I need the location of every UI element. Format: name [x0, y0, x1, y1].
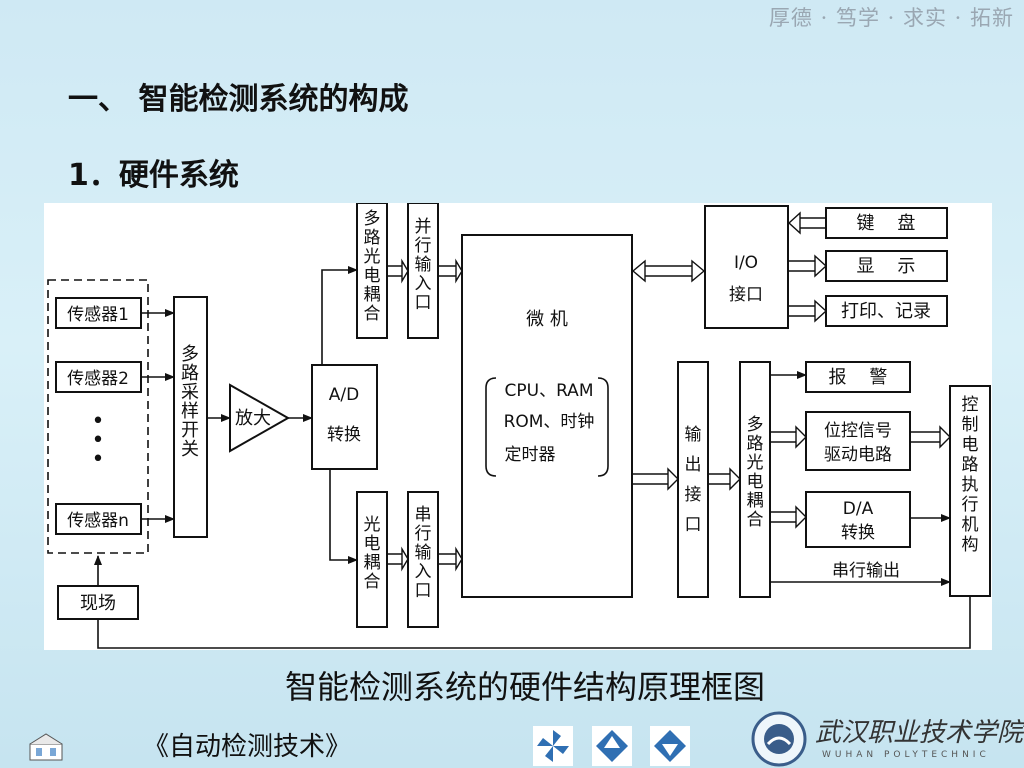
mux-box — [173, 296, 208, 538]
adc-label-1: A/D — [329, 385, 359, 405]
printer-label: 打印、记录 — [841, 301, 931, 322]
section-heading: 一、 智能检测系统的构成 — [68, 82, 409, 117]
keyboard-box — [825, 207, 948, 239]
position-signal-label-1: 位控信号 — [824, 421, 892, 441]
amp-label: 放大 — [235, 408, 271, 429]
pinwheel-icon[interactable] — [533, 726, 573, 766]
io-label-2: 接口 — [729, 285, 763, 305]
parallel-in-label: 并行输入口 — [415, 217, 432, 313]
dac-box — [805, 491, 911, 548]
school-name-cn: 武汉职业技术学院 — [815, 718, 1024, 748]
sensor-1-label: 传感器1 — [67, 305, 129, 325]
serial-out-label: 串行输出 — [832, 561, 900, 581]
figure-caption: 智能检测系统的硬件结构原理框图 — [284, 668, 765, 706]
dac-label-2: 转换 — [841, 523, 875, 543]
mcu-line-1: CPU、RAM — [505, 381, 594, 401]
sensor-n-label: 传感器n — [67, 511, 129, 531]
io-label-1: I/O — [734, 253, 758, 273]
mux-label: 多路采样开关 — [181, 344, 199, 460]
serial-in-label: 串行输入口 — [415, 505, 432, 601]
alarm-label: 报 警 — [829, 367, 888, 388]
actuator-label: 控制电路执行机构 — [962, 395, 979, 555]
io-box — [704, 205, 789, 329]
mcu-title: 微 机 — [526, 309, 568, 330]
adc-box — [311, 364, 378, 470]
hardware-block-diagram: 传感器1 传感器2 传感器n ••• 现场 多路采样开关 放大 A/D 转换 多… — [44, 203, 992, 650]
position-signal-label-2: 驱动电路 — [824, 445, 892, 465]
school-logo-icon — [751, 711, 807, 767]
subsection-heading: 1．硬件系统 — [68, 158, 239, 193]
mcu-box — [461, 234, 633, 598]
book-icon — [29, 733, 63, 761]
keyboard-label: 键 盘 — [857, 213, 916, 234]
output-port-label: 输出接口 — [685, 425, 702, 535]
dac-label-1: D/A — [843, 499, 874, 519]
school-name-en: WUHAN POLYTECHNIC — [822, 750, 990, 760]
sensor-ellipsis: ••• — [92, 409, 105, 472]
mcu-line-2: ROM、时钟 — [504, 412, 595, 432]
opto-multi-label: 多路光电耦合 — [364, 209, 381, 324]
adc-label-2: 转换 — [327, 425, 361, 445]
down-arrow-icon[interactable] — [650, 726, 690, 766]
output-port-box — [677, 361, 709, 598]
school-motto: 厚德 · 笃学 · 求实 · 拓新 — [768, 6, 1014, 30]
book-title: 《自动检测技术》 — [143, 732, 352, 762]
opto-label: 光电耦合 — [364, 515, 381, 592]
sensor-2-label: 传感器2 — [67, 369, 129, 389]
position-signal-box — [805, 411, 911, 471]
site-label: 现场 — [80, 593, 116, 614]
up-arrow-icon[interactable] — [592, 726, 632, 766]
sensor-group-frame — [47, 279, 149, 554]
mcu-line-3: 定时器 — [505, 445, 556, 465]
opto-out-label: 多路光电耦合 — [747, 415, 764, 530]
display-label: 显 示 — [857, 256, 916, 277]
